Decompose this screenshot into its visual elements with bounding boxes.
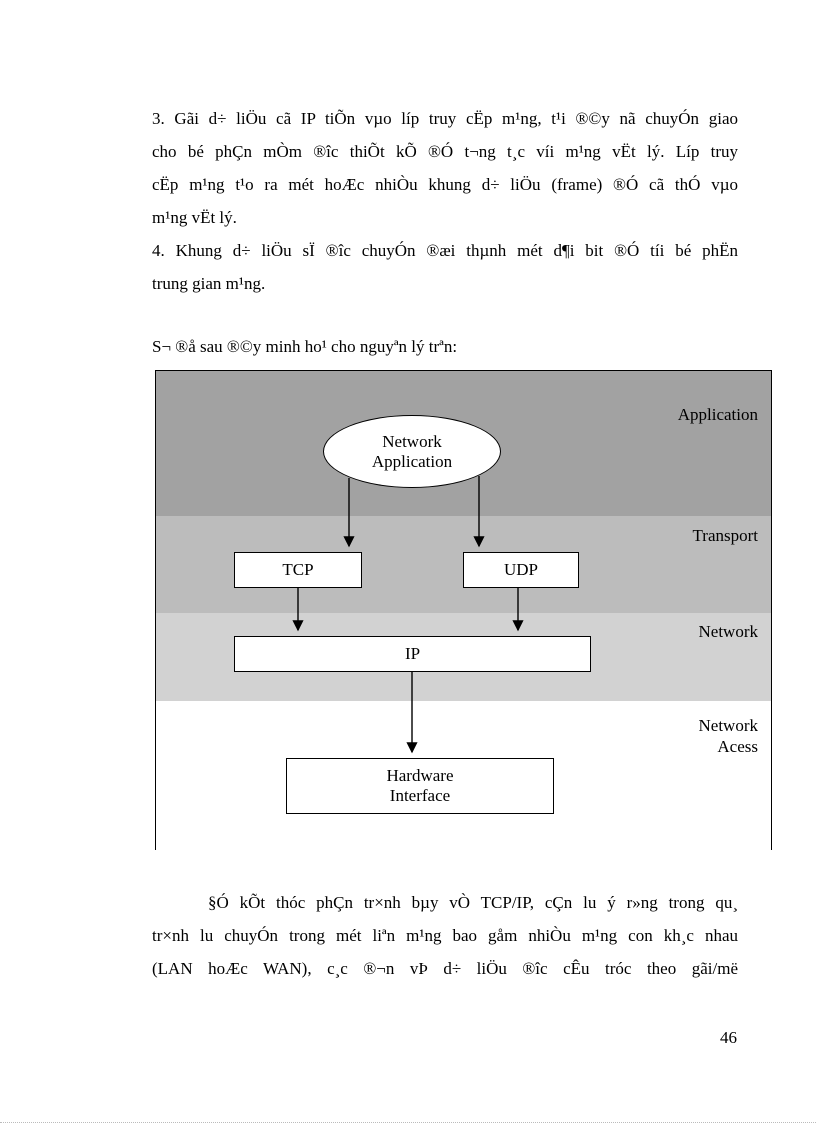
tcpip-layers-diagram: Application Transport Network Network Ac… <box>155 370 772 850</box>
udp-node: UDP <box>463 552 579 588</box>
page-number: 46 <box>720 1028 737 1047</box>
text-line: cho bé phÇn mÒm ®îc thiÕt kÕ ®Ó t¬ng t¸c… <box>152 142 738 161</box>
text-line: tr×nh lu chuyÓn trong mét liªn m¹ng bao … <box>152 926 738 945</box>
network-application-node: Network Application <box>323 415 501 488</box>
text-line: (LAN hoÆc WAN), c¸c ®¬n vÞ d÷ liÖu ®îc c… <box>152 959 738 978</box>
hardware-interface-node: Hardware Interface <box>286 758 554 814</box>
layer-label-network: Network <box>698 622 758 641</box>
text-line: 4. Khung d÷ liÖu sÏ ®îc chuyÓn ®æi thµnh… <box>152 241 738 260</box>
diagram-caption: S¬ ®å sau ®©y minh ho¹ cho nguyªn lý trª… <box>152 337 458 356</box>
text-line: m¹ng vËt lý. <box>152 208 237 227</box>
layer-label-network-access: Network Acess <box>698 716 758 756</box>
ip-node: IP <box>234 636 591 672</box>
body-paragraphs: 3. Gãi d÷ liÖu cã IP tiÕn vµo líp truy c… <box>152 102 738 300</box>
closing-paragraph: §Ó kÕt thóc phÇn tr×nh bµy vÒ TCP/IP, cÇ… <box>152 886 738 985</box>
layer-label-transport: Transport <box>692 526 759 545</box>
text-line: trung gian m¹ng. <box>152 274 266 293</box>
text-line: 3. Gãi d÷ liÖu cã IP tiÕn vµo líp truy c… <box>152 109 738 128</box>
layer-label-application: Application <box>677 405 758 424</box>
text-line: §Ó kÕt thóc phÇn tr×nh bµy vÒ TCP/IP, cÇ… <box>208 893 738 912</box>
tcp-node: TCP <box>234 552 362 588</box>
text-line: cËp m¹ng t¹o ra mét hoÆc nhiÒu khung d÷ … <box>152 175 738 194</box>
